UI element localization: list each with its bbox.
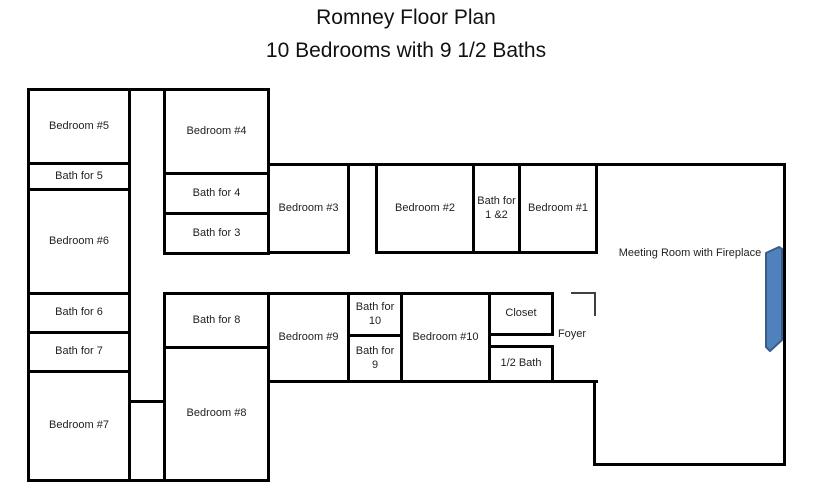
- room-bedroom-3: Bedroom #3: [267, 163, 350, 254]
- room-bath-1-2: Bath for 1 &2: [472, 163, 521, 254]
- room-label-bath-1-2: Bath for 1 &2: [477, 194, 516, 221]
- room-label-bedroom-9: Bedroom #9: [278, 330, 339, 343]
- room-label-bedroom-4: Bedroom #4: [186, 124, 247, 137]
- room-label-bath-6: Bath for 6: [55, 306, 103, 319]
- room-label-bedroom-6: Bedroom #6: [49, 234, 109, 247]
- title-line-1: Romney Floor Plan: [316, 6, 496, 29]
- wall-meeting-room-bottom: [593, 463, 786, 466]
- room-bedroom-7: Bedroom #7: [27, 370, 131, 482]
- room-label-bath-5: Bath for 5: [55, 169, 103, 182]
- room-bedroom-10: Bedroom #10: [400, 292, 491, 383]
- room-bedroom-8: Bedroom #8: [163, 346, 270, 482]
- room-bath-3: Bath for 3: [163, 212, 270, 255]
- room-label-bath-8: Bath for 8: [192, 313, 241, 326]
- wall-top-wall-corridor-cap: [128, 88, 169, 91]
- room-bedroom-1: Bedroom #1: [518, 163, 598, 254]
- room-half-bath: 1/2 Bath: [488, 345, 554, 383]
- room-bath-6: Bath for 6: [27, 292, 131, 334]
- room-label-bedroom-8: Bedroom #8: [186, 407, 247, 420]
- room-bath-5: Bath for 5: [27, 162, 131, 191]
- room-label-bedroom-1: Bedroom #1: [528, 201, 588, 214]
- room-label-half-bath: 1/2 Bath: [500, 357, 542, 370]
- wall-corridor-cross-wall: [128, 400, 166, 403]
- room-bedroom-6: Bedroom #6: [27, 188, 131, 295]
- room-label-bedroom-10: Bedroom #10: [412, 330, 479, 343]
- room-bath-4: Bath for 4: [163, 172, 270, 215]
- foyer-corner-h: [571, 292, 595, 294]
- room-label-bath-3: Bath for 3: [192, 226, 241, 239]
- room-label-closet: Closet: [505, 307, 537, 320]
- room-bedroom-4: Bedroom #4: [163, 88, 270, 175]
- room-bath-7: Bath for 7: [27, 331, 131, 373]
- room-closet: Closet: [488, 292, 554, 336]
- room-bedroom-5: Bedroom #5: [27, 88, 131, 165]
- room-label-bedroom-2: Bedroom #2: [395, 201, 455, 214]
- foyer-corner-v: [594, 292, 596, 316]
- room-bath-10: Bath for 10: [347, 292, 403, 337]
- area-label-foyer: Foyer: [557, 328, 587, 340]
- area-label-meeting-room: Meeting Room with Fireplace: [618, 247, 762, 259]
- room-label-bath-7: Bath for 7: [55, 345, 103, 358]
- room-bath-8: Bath for 8: [163, 292, 270, 349]
- wall-meeting-room-left: [593, 380, 596, 466]
- wall-corridor-bottom-wall: [128, 479, 169, 482]
- page-title: Romney Floor Plan 10 Bedrooms with 9 1/2…: [0, 1, 812, 67]
- fireplace-shape: [765, 246, 783, 352]
- room-label-bath-9: Bath for 9: [355, 344, 395, 371]
- room-bath-9: Bath for 9: [347, 334, 403, 383]
- room-label-bedroom-3: Bedroom #3: [278, 201, 339, 214]
- wall-right-wall: [783, 163, 786, 466]
- room-bedroom-9: Bedroom #9: [267, 292, 350, 383]
- room-label-bath-10: Bath for 10: [355, 300, 395, 327]
- room-label-bedroom-5: Bedroom #5: [49, 119, 109, 132]
- title-line-2: 10 Bedrooms with 9 1/2 Baths: [265, 39, 547, 62]
- fireplace-icon: [765, 246, 783, 352]
- room-label-bath-4: Bath for 4: [192, 186, 241, 199]
- room-label-bedroom-7: Bedroom #7: [49, 419, 109, 432]
- room-bedroom-2: Bedroom #2: [375, 163, 475, 254]
